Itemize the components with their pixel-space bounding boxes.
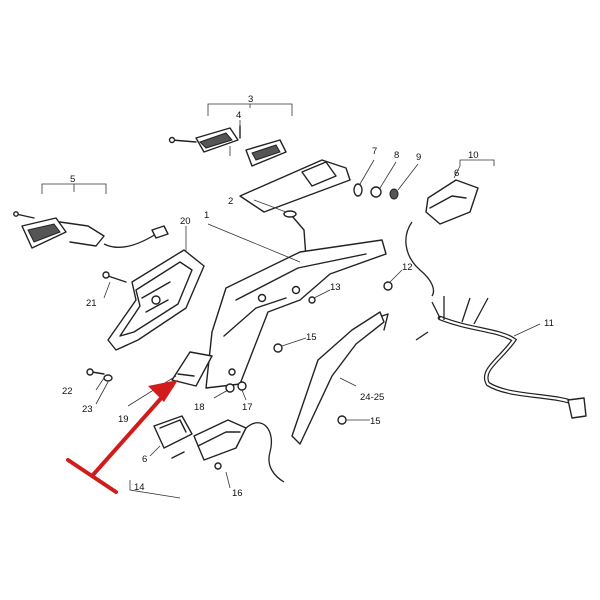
callout-9: 9 — [416, 152, 421, 163]
part-20-reflector-bracket — [107, 226, 205, 351]
callout-11: 11 — [544, 318, 554, 329]
callout-19: 19 — [118, 414, 129, 425]
callout-20: 20 — [180, 216, 191, 227]
part-3-license-light — [168, 103, 293, 167]
callout-8: 8 — [394, 150, 399, 161]
part-1-rear-support — [205, 223, 387, 389]
part-11-wiring-harness — [415, 296, 587, 419]
callout-10: 10 — [468, 150, 479, 161]
part-10-turn-signal-right — [405, 159, 495, 297]
fasteners-12-13-15 — [273, 269, 403, 425]
part-5-license-light — [13, 183, 169, 249]
callout-18: 18 — [194, 402, 205, 413]
part-21-bolt — [102, 271, 127, 299]
callout-3: 3 — [248, 94, 253, 105]
callout-5: 5 — [70, 174, 75, 185]
part-22-23-screw-washer — [86, 368, 113, 405]
callout-7: 7 — [372, 146, 377, 157]
part-2-bracket — [239, 159, 351, 259]
callout-23: 23 — [82, 404, 93, 415]
callout-21: 21 — [86, 298, 97, 309]
callout-15b: 15 — [370, 416, 381, 427]
callout-16: 16 — [232, 488, 243, 499]
callout-24-25: 24-25 — [360, 392, 384, 403]
callout-2: 2 — [228, 196, 233, 207]
callout-22: 22 — [62, 386, 73, 397]
highlight-arrow — [66, 380, 178, 494]
callout-12: 12 — [402, 262, 413, 273]
part-19-plate — [127, 351, 213, 407]
callout-14: 14 — [134, 482, 145, 493]
part-14-turn-signal-left — [129, 415, 285, 499]
part-24-25-mudguard — [291, 311, 389, 445]
part-17-18-nuts — [213, 381, 247, 401]
callout-13: 13 — [330, 282, 341, 293]
callout-6b: 6 — [454, 168, 459, 179]
callout-15a: 15 — [306, 332, 317, 343]
callout-4: 4 — [236, 110, 241, 121]
callout-17: 17 — [242, 402, 253, 413]
callout-1: 1 — [204, 210, 209, 221]
callout-labels: 1 2 3 4 5 6 6 7 8 9 10 11 12 13 14 15 15… — [62, 94, 554, 499]
callout-6a: 6 — [142, 454, 147, 465]
part-7-8-9-hardware — [353, 159, 419, 200]
